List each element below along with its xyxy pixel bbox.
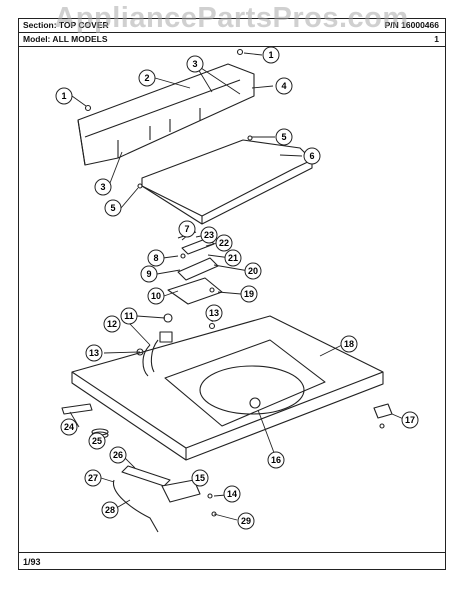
header-divider bbox=[19, 32, 445, 33]
svg-text:28: 28 bbox=[105, 505, 115, 515]
page-indicator: 1 bbox=[434, 34, 439, 44]
lid bbox=[141, 139, 313, 225]
top-cover bbox=[71, 315, 384, 461]
svg-text:27: 27 bbox=[88, 473, 98, 483]
header-divider-2 bbox=[19, 46, 445, 47]
svg-text:3: 3 bbox=[192, 59, 197, 69]
callout-13b: 13 bbox=[205, 304, 223, 322]
callout-13a: 13 bbox=[85, 344, 103, 362]
model-row: Model: ALL MODELS 1 bbox=[19, 33, 445, 46]
callout-20: 20 bbox=[244, 262, 262, 280]
svg-text:25: 25 bbox=[92, 436, 102, 446]
svg-text:12: 12 bbox=[107, 319, 117, 329]
lid-switch-tube bbox=[142, 331, 173, 377]
callout-10: 10 bbox=[147, 287, 165, 305]
svg-text:13: 13 bbox=[89, 348, 99, 358]
section-row: Section: TOP COVER P/N 16000466 bbox=[19, 19, 445, 32]
callout-2: 2 bbox=[138, 69, 156, 87]
callout-8: 8 bbox=[147, 249, 165, 267]
svg-text:5: 5 bbox=[110, 203, 115, 213]
svg-text:18: 18 bbox=[344, 339, 354, 349]
hinge-assembly bbox=[167, 231, 223, 305]
svg-text:3: 3 bbox=[100, 182, 105, 192]
callout-21: 21 bbox=[224, 249, 242, 267]
callout-27: 27 bbox=[84, 469, 102, 487]
svg-text:29: 29 bbox=[241, 516, 251, 526]
svg-text:1: 1 bbox=[268, 50, 273, 60]
callouts: 1 1 2 3 3 4 5 5 6 7 8 9 10 11 12 13 13 1… bbox=[55, 46, 419, 530]
callout-9: 9 bbox=[140, 265, 158, 283]
callout-5b: 5 bbox=[104, 199, 122, 217]
callout-5a: 5 bbox=[275, 128, 293, 146]
svg-text:10: 10 bbox=[151, 291, 161, 301]
callout-18: 18 bbox=[340, 335, 358, 353]
svg-text:14: 14 bbox=[227, 489, 237, 499]
callout-29: 29 bbox=[237, 512, 255, 530]
svg-text:20: 20 bbox=[248, 266, 258, 276]
model-label: Model: ALL MODELS bbox=[23, 34, 108, 44]
callout-24: 24 bbox=[60, 418, 78, 436]
svg-text:2: 2 bbox=[144, 73, 149, 83]
svg-text:19: 19 bbox=[244, 289, 254, 299]
callout-25: 25 bbox=[88, 432, 106, 450]
svg-text:8: 8 bbox=[153, 253, 158, 263]
svg-text:4: 4 bbox=[281, 81, 286, 91]
svg-text:9: 9 bbox=[146, 269, 151, 279]
callout-15: 15 bbox=[191, 469, 209, 487]
svg-text:6: 6 bbox=[309, 151, 314, 161]
callout-1a: 1 bbox=[55, 87, 73, 105]
svg-text:21: 21 bbox=[228, 253, 238, 263]
callout-17: 17 bbox=[401, 411, 419, 429]
callout-3b: 3 bbox=[94, 178, 112, 196]
callout-19: 19 bbox=[240, 285, 258, 303]
svg-text:1: 1 bbox=[61, 91, 66, 101]
svg-text:15: 15 bbox=[195, 473, 205, 483]
callout-16: 16 bbox=[267, 451, 285, 469]
callout-23: 23 bbox=[200, 226, 218, 244]
callout-1b: 1 bbox=[262, 46, 280, 64]
callout-14: 14 bbox=[223, 485, 241, 503]
callout-7: 7 bbox=[178, 220, 196, 238]
callout-6: 6 bbox=[303, 147, 321, 165]
part-number: P/N 16000466 bbox=[384, 20, 439, 30]
svg-text:23: 23 bbox=[204, 230, 214, 240]
callout-28: 28 bbox=[101, 501, 119, 519]
svg-text:11: 11 bbox=[124, 311, 134, 321]
svg-text:24: 24 bbox=[64, 422, 74, 432]
bracket-17 bbox=[373, 403, 393, 429]
callout-26: 26 bbox=[109, 446, 127, 464]
footer-divider bbox=[19, 552, 445, 553]
callout-3a: 3 bbox=[186, 55, 204, 73]
callout-22: 22 bbox=[215, 234, 233, 252]
svg-text:17: 17 bbox=[405, 415, 415, 425]
svg-text:13: 13 bbox=[209, 308, 219, 318]
svg-text:26: 26 bbox=[113, 450, 123, 460]
callout-12: 12 bbox=[103, 315, 121, 333]
diagram-sheet: Section: TOP COVER P/N 16000466 Model: A… bbox=[18, 18, 446, 570]
callout-11: 11 bbox=[120, 307, 138, 325]
callout-4: 4 bbox=[275, 77, 293, 95]
svg-text:16: 16 bbox=[271, 455, 281, 465]
svg-text:22: 22 bbox=[219, 238, 229, 248]
svg-text:7: 7 bbox=[184, 224, 189, 234]
section-label: Section: TOP COVER bbox=[23, 20, 109, 30]
svg-text:5: 5 bbox=[281, 132, 286, 142]
footer-date-code: 1/93 bbox=[23, 557, 41, 567]
